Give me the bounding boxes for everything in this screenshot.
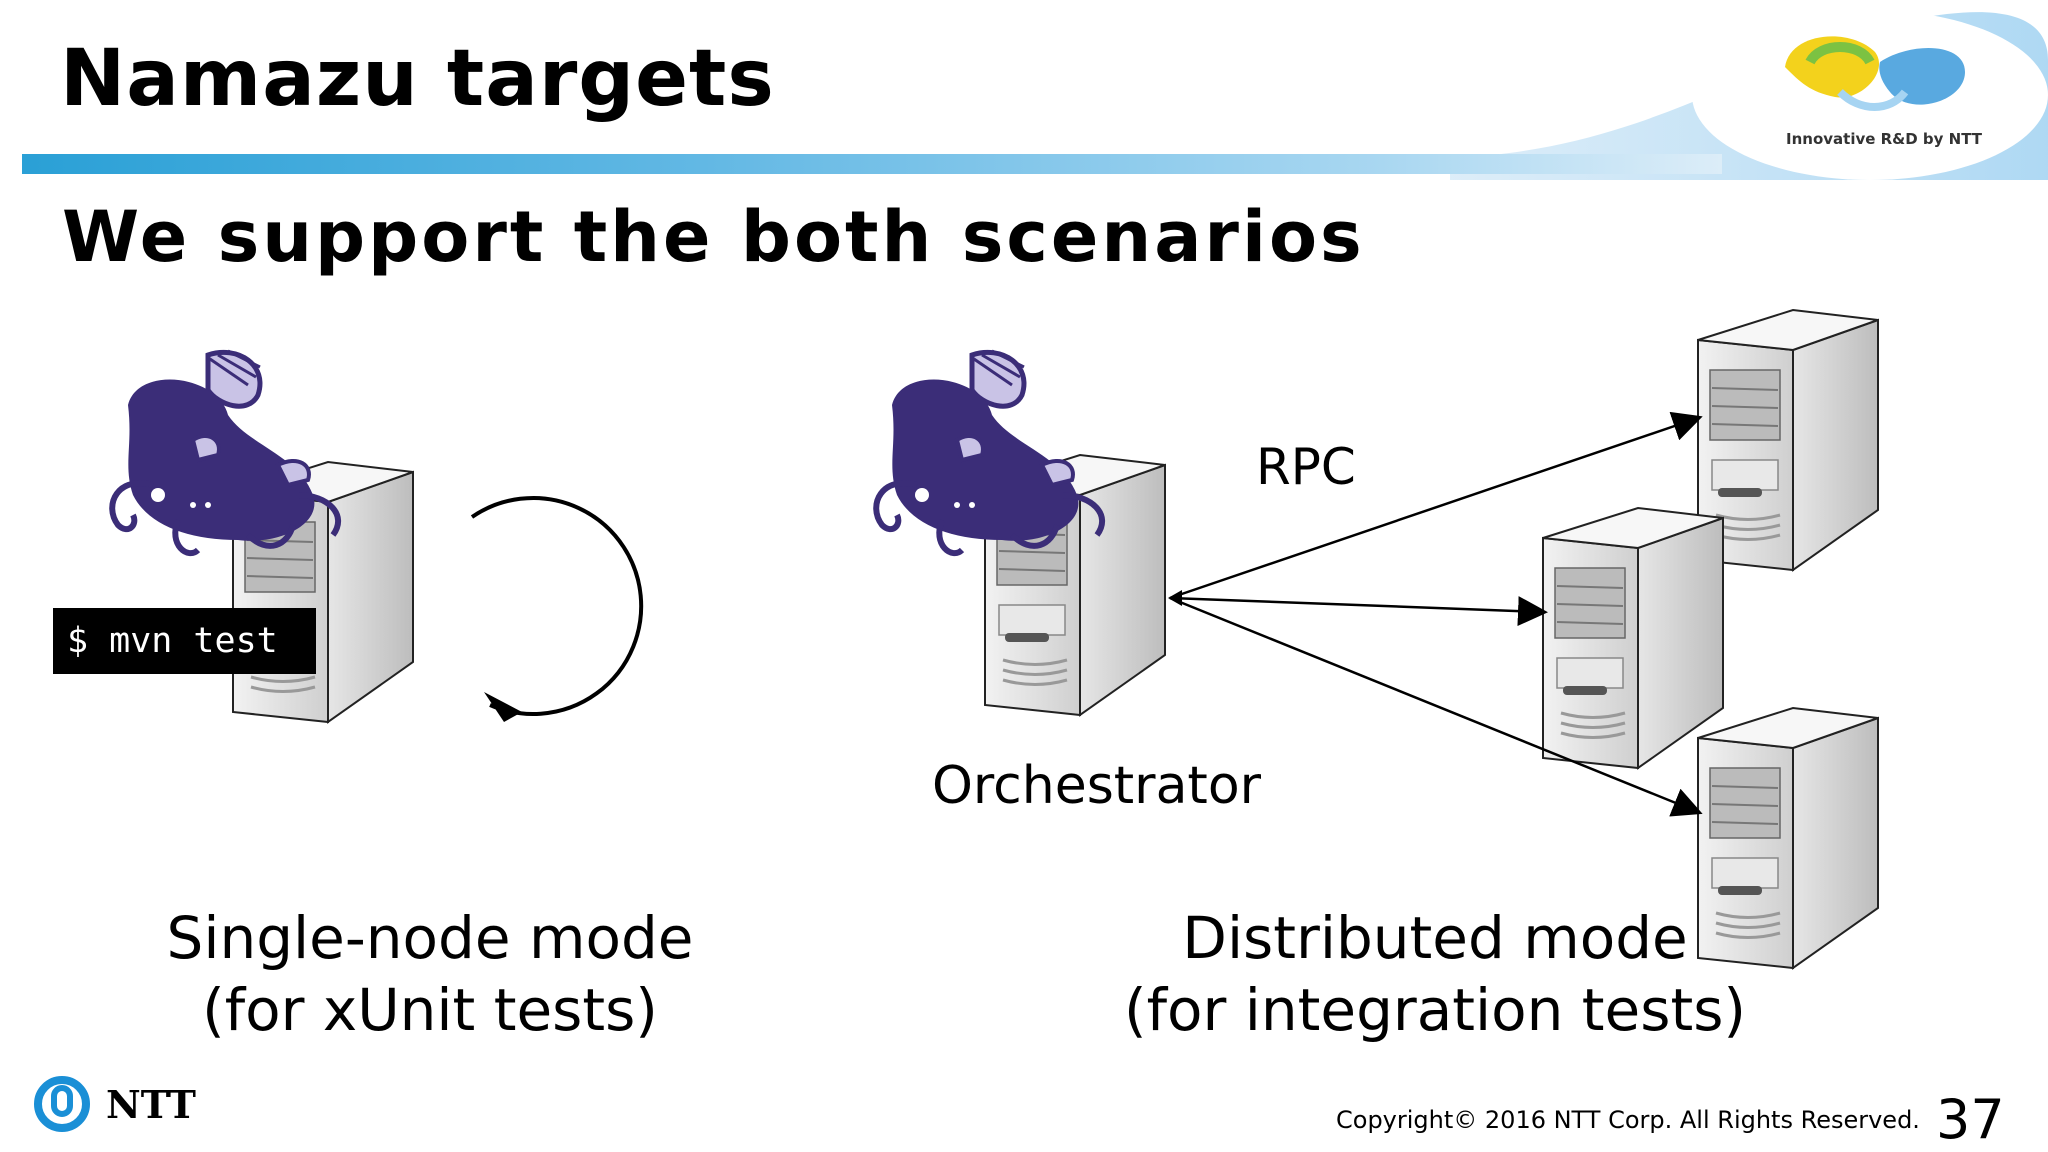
single-node-caption: Single-node mode (for xUnit tests) xyxy=(130,902,730,1046)
loop-arrow xyxy=(470,496,644,716)
loop-arrowhead-icon xyxy=(484,692,522,722)
header-bar xyxy=(22,154,1722,174)
page-number: 37 xyxy=(1936,1088,2005,1151)
slide-title: Namazu targets xyxy=(60,34,775,124)
rpc-arrow-bottom xyxy=(1169,596,1703,817)
orchestrator-label: Orchestrator xyxy=(932,756,1262,816)
server-worker-top xyxy=(1696,308,1880,572)
ntt-logo-icon xyxy=(34,1076,90,1132)
distributed-caption: Distributed mode (for integration tests) xyxy=(1090,902,1780,1046)
server-worker-middle xyxy=(1541,506,1725,770)
copyright-notice: Copyright© 2016 NTT Corp. All Rights Res… xyxy=(1336,1106,1920,1134)
rpc-label: RPC xyxy=(1256,438,1356,496)
slide-subtitle: We support the both scenarios xyxy=(62,196,1365,278)
catfish-mascot-single-node xyxy=(112,351,338,553)
command-label: $ mvn test xyxy=(53,608,316,674)
distributed-caption-line2: (for integration tests) xyxy=(1123,976,1747,1044)
single-node-caption-line2: (for xUnit tests) xyxy=(202,976,658,1044)
logo-tagline: Innovative R&D by NTT xyxy=(1786,130,1983,148)
ntt-innovation-logo-icon xyxy=(1785,36,1965,111)
rpc-arrow-middle xyxy=(1169,596,1548,627)
single-node-caption-line1: Single-node mode xyxy=(166,904,694,972)
ntt-brand-text: NTT xyxy=(106,1082,196,1127)
rpc-origin-arrowhead-icon xyxy=(1168,590,1182,606)
catfish-mascot-orchestrator xyxy=(876,351,1102,553)
rpc-arrow-top xyxy=(1169,411,1703,600)
distributed-caption-line1: Distributed mode xyxy=(1182,904,1688,972)
